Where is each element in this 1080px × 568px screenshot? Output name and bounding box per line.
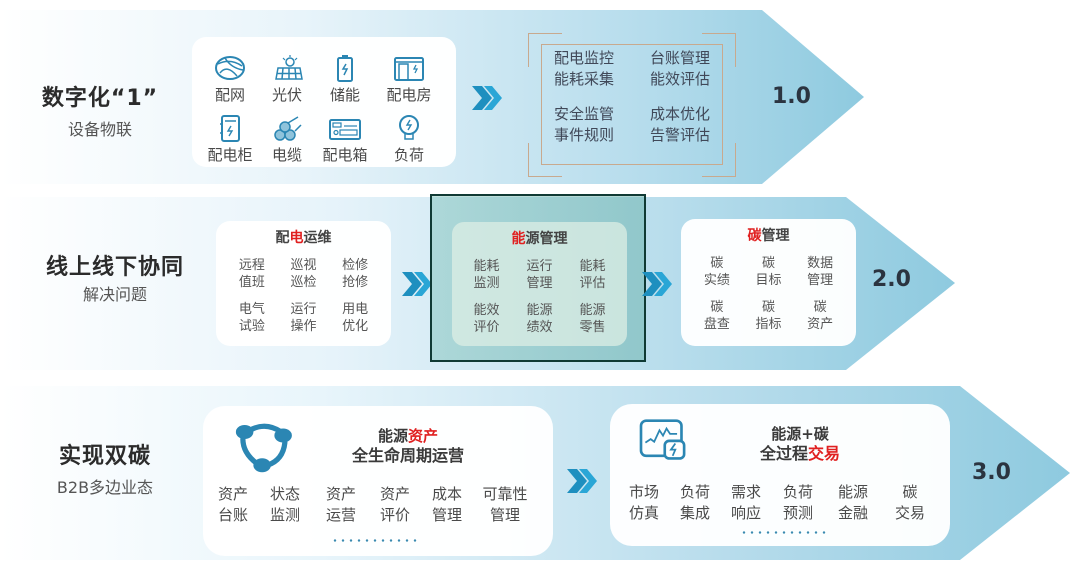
module-item: 巡视 巡检	[290, 258, 317, 290]
stage-2-title: 线上线下协同 解决问题	[20, 249, 210, 305]
device-substation: 配电房	[376, 45, 442, 105]
solar-panel-icon	[275, 55, 303, 80]
stage-1-title: 数字化“1” 设备物联	[20, 80, 180, 140]
feature-item: 台账管理	[650, 49, 711, 67]
module-energy-assets[interactable]: 能源资产 全生命周期运营 资产 台账 状态 监测 资产 运营 资产 评价 成本 …	[203, 406, 553, 556]
module-item: 需求 响应	[730, 483, 761, 522]
device-label: 配电柜	[207, 146, 253, 164]
module-item: 资产 台账	[217, 485, 248, 524]
module-title: 碳管理	[747, 228, 790, 244]
module-item: 电气 试验	[238, 302, 265, 334]
module-title: 能源资产 全生命周期运营	[351, 427, 464, 465]
load-bulb-icon	[399, 115, 419, 140]
module-item: 能源 金融	[837, 483, 868, 522]
module-item: 碳 目标	[755, 256, 782, 288]
device-card: 配网 光伏 储能 配电房 配电柜 电缆	[192, 37, 456, 167]
module-title: 能源+碳 全过程交易	[759, 425, 841, 463]
feature-item: 能耗采集	[554, 70, 615, 88]
module-item: 能耗 评估	[579, 259, 606, 291]
chevron-right-icon	[472, 86, 502, 110]
module-item: 碳 交易	[894, 483, 925, 522]
module-item: 资产 评价	[379, 485, 410, 524]
battery-storage-icon	[337, 55, 353, 82]
version-label: 2.0	[872, 267, 911, 292]
distribution-box-icon	[329, 119, 361, 140]
module-carbon-mgmt[interactable]: 碳管理 碳 实绩 碳 目标 数据 管理 碳 盘查 碳 指标 碳 资产	[681, 219, 856, 346]
module-energy-carbon-trading[interactable]: 能源+碳 全过程交易 市场 仿真 负荷 集成 需求 响应 负荷 预测 能源 金融…	[610, 404, 950, 546]
stage-3-title: 实现双碳 B2B多边业态	[30, 438, 180, 498]
device-grid-network: 配网	[200, 45, 260, 105]
module-item: 能效 评价	[473, 303, 500, 335]
feature-item: 能效评估	[650, 70, 711, 88]
module-item: 碳 指标	[755, 300, 782, 332]
substation-room-icon	[394, 57, 424, 81]
chevron-right-icon	[567, 469, 597, 493]
module-title: 能源管理	[511, 231, 568, 247]
grid-network-icon	[215, 56, 245, 80]
module-item: 能源 绩效	[526, 303, 553, 335]
module-item: 负荷 集成	[679, 483, 710, 522]
device-load: 负荷	[376, 105, 442, 165]
stage-3-heading: 实现双碳	[58, 444, 151, 469]
module-item: 能源 零售	[579, 303, 606, 335]
collaboration-cycle-icon	[235, 423, 292, 473]
device-label: 负荷	[393, 146, 424, 164]
more-dots	[331, 539, 421, 542]
device-battery: 储能	[314, 45, 376, 105]
module-item: 运行 操作	[290, 302, 317, 334]
device-cable: 电缆	[260, 105, 314, 165]
feature-item: 配电监控	[554, 49, 615, 67]
feature-item: 事件规则	[554, 126, 615, 144]
module-power-ops[interactable]: 配电运维 远程 值班 巡视 巡检 检修 抢修 电气 试验 运行 操作 用电 优化	[216, 221, 391, 346]
device-solar: 光伏	[260, 45, 314, 105]
module-item: 状态 监测	[269, 485, 300, 524]
stage-3-band: 实现双碳 B2B多边业态 能源资产 全生命周期运营 资产 台账 状态 监测 资产…	[0, 386, 1080, 562]
chevron-right-icon	[642, 272, 672, 296]
version-label: 1.0	[772, 84, 811, 109]
device-label: 储能	[329, 86, 360, 104]
module-item: 用电 优化	[342, 302, 369, 334]
module-item: 负荷 预测	[782, 483, 813, 522]
module-item: 碳 盘查	[703, 300, 730, 332]
device-label: 配电箱	[322, 146, 368, 164]
stage-1-heading: 数字化“1”	[41, 86, 159, 111]
device-label: 配电房	[386, 86, 432, 104]
stage-1-subtitle: 设备物联	[67, 120, 132, 139]
module-item: 资产 运营	[325, 485, 356, 524]
market-chart-icon	[639, 419, 686, 460]
module-item: 可靠性 管理	[482, 485, 528, 524]
module-item: 检修 抢修	[342, 258, 369, 290]
device-label: 光伏	[271, 86, 302, 104]
feature-item: 告警评估	[650, 126, 711, 144]
stage-1-band: 数字化“1” 设备物联 配网 光伏 储能 配电房 配电柜	[0, 10, 1080, 185]
device-cabinet: 配电柜	[200, 105, 260, 165]
stage-3-subtitle: B2B多边业态	[56, 478, 154, 497]
module-item: 远程 值班	[238, 258, 265, 290]
device-label: 电缆	[271, 146, 302, 164]
module-item: 碳 资产	[807, 300, 834, 332]
stage-2-band: 线上线下协同 解决问题 配电运维 远程 值班 巡视 巡检 检修 抢修 电气 试验…	[0, 194, 1080, 372]
stage-2-heading: 线上线下协同	[45, 255, 184, 280]
module-item: 能耗 监测	[473, 259, 500, 291]
module-item: 碳 实绩	[703, 256, 730, 288]
module-item: 成本 管理	[431, 485, 462, 524]
feature-item: 成本优化	[650, 105, 711, 123]
stage-2-subtitle: 解决问题	[82, 285, 147, 304]
version-label: 3.0	[972, 460, 1011, 485]
module-title: 配电运维	[275, 230, 332, 246]
module-energy-mgmt-selected[interactable]: 能源管理 能耗 监测 运行 管理 能耗 评估 能效 评价 能源 绩效 能源 零售	[430, 194, 646, 362]
cable-icon	[274, 116, 302, 141]
features-bracket-box: 配电监控 台账管理 能耗采集 能效评估 安全监管 成本优化 事件规则 告警评估	[528, 33, 736, 177]
module-item: 运行 管理	[526, 259, 553, 291]
device-distribution-box: 配电箱	[314, 105, 376, 165]
switch-cabinet-icon	[220, 115, 240, 142]
more-dots	[740, 531, 830, 534]
module-item: 数据 管理	[807, 256, 834, 288]
feature-item: 安全监管	[554, 105, 615, 123]
chevron-right-icon	[402, 272, 432, 296]
device-label: 配网	[214, 86, 245, 104]
module-item: 市场 仿真	[628, 483, 659, 522]
